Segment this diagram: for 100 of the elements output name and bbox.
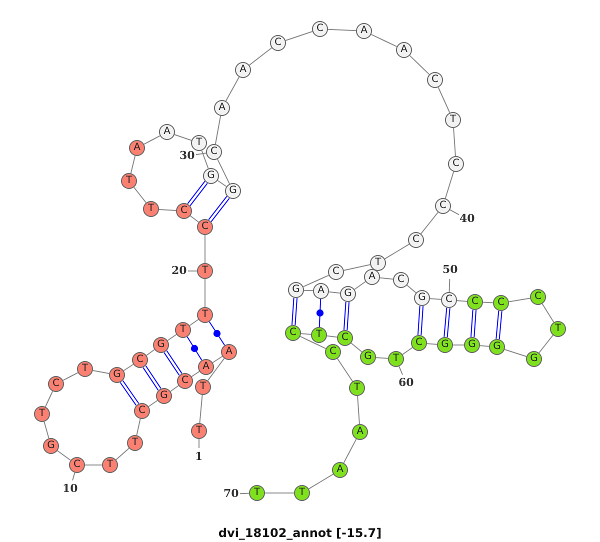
nucleotide-circle: T — [294, 485, 310, 501]
backbone-line — [542, 303, 554, 323]
backbone-line — [504, 348, 527, 358]
backbone-line — [56, 450, 72, 461]
backbone-line — [452, 344, 464, 346]
nucleotide-circle: A — [396, 42, 412, 58]
nucleotide-circle: G — [153, 337, 169, 353]
base-pair-line — [142, 365, 162, 391]
nucleotide-circle: G — [288, 282, 304, 298]
backbone-line — [225, 76, 240, 102]
nucleotide-circle: A — [364, 269, 380, 285]
nucleotide-circle: A — [235, 62, 251, 78]
backbone-line — [300, 336, 326, 350]
position-number: 30 — [180, 150, 195, 162]
backbone-line — [264, 492, 294, 494]
nucleotide-circle: C — [69, 457, 85, 473]
nucleotide-circle: C — [177, 373, 193, 389]
backbone-line — [123, 364, 134, 372]
backbone-line — [479, 345, 490, 347]
backbone-line — [130, 155, 136, 174]
base-pair-line — [343, 301, 350, 331]
nucleotide-circle: C — [312, 21, 328, 37]
backbone-line — [302, 274, 330, 288]
position-number: 50 — [442, 264, 458, 276]
backbone-line — [217, 180, 227, 187]
backbone-line — [343, 438, 357, 464]
backbone-line — [44, 390, 54, 408]
backbone-line — [201, 150, 209, 169]
backbone-line — [326, 335, 338, 338]
nucleotide-circle: T — [197, 307, 213, 323]
nucleotide-circle: C — [411, 335, 427, 351]
backbone-line — [217, 158, 230, 184]
nucleotide-circle: A — [129, 140, 145, 156]
backbone-line — [204, 234, 206, 264]
backbone-line — [158, 208, 177, 212]
nucleotide-circle: C — [206, 144, 222, 160]
nucleotide-circle: G — [464, 337, 480, 353]
nucleotide-circle: T — [311, 327, 327, 343]
base-pair-line — [120, 380, 140, 406]
caption: dvi_18102_annot [-15.7] — [217, 526, 383, 540]
backbone-line — [62, 372, 78, 381]
nucleotide-circle: T — [175, 322, 191, 338]
nucleotide-circle: A — [332, 462, 348, 478]
nucleotide-circle: T — [370, 255, 386, 271]
nucleotide-circle: T — [349, 380, 365, 396]
nucleotide-circle: G — [489, 339, 505, 355]
nucleotide-circle: C — [176, 203, 192, 219]
nucleotide-circle: C — [325, 344, 341, 360]
nucleotide-circle: T — [77, 361, 93, 377]
nucleotide-circle: T — [121, 173, 137, 189]
leader-line — [195, 152, 207, 156]
leader-line — [448, 278, 450, 292]
nucleotide-circle: A — [159, 124, 175, 140]
leader-line — [450, 209, 460, 216]
nucleotide-circle: G — [340, 286, 356, 302]
nucleotide-circle: T — [34, 406, 50, 422]
backbone-line — [207, 358, 225, 382]
base-pair-line — [208, 196, 230, 222]
nucleotide-circle: C — [467, 294, 483, 310]
backbone-line — [191, 370, 200, 378]
backbone-line — [199, 394, 203, 424]
nucleotide-circle: A — [352, 424, 368, 440]
base-pair-line — [470, 309, 477, 338]
nucleotide-circle: G — [156, 388, 172, 404]
nucleotide-circle: T — [127, 435, 143, 451]
backbone-line — [370, 34, 398, 48]
nucleotide-circle: C — [337, 330, 353, 346]
backbone-line — [167, 334, 177, 341]
nucleotide-circle: C — [441, 292, 457, 308]
backbone-line — [538, 334, 554, 354]
backbone-line — [190, 215, 200, 223]
leader-line — [72, 472, 76, 481]
backbone-line — [84, 464, 102, 466]
nucleotide-circle: C — [48, 376, 64, 392]
nucleotide-circle: T — [550, 321, 566, 337]
backbone-line — [304, 290, 314, 292]
backbone-line — [148, 400, 158, 407]
backbone-line — [144, 135, 160, 145]
nucleotide-circle: C — [427, 72, 443, 88]
nucleotide-circle: A — [214, 100, 230, 116]
backbone-line — [174, 134, 192, 141]
base-pair-line — [187, 180, 208, 206]
backbone-line — [456, 300, 468, 302]
backbone-line — [285, 31, 313, 41]
nucleotide-circle: G — [43, 438, 59, 454]
backbone-line — [204, 278, 206, 308]
backbone-line — [336, 358, 354, 382]
nucleotide-circle: T — [197, 263, 213, 279]
nucleotide-circle: G — [526, 351, 542, 367]
position-number: 40 — [460, 213, 475, 225]
leader-line — [198, 438, 200, 448]
nucleotide-circle: T — [445, 112, 461, 128]
backbone-line — [214, 115, 222, 145]
nucleotide-circle: C — [132, 352, 148, 368]
nucleotide-circle: T — [388, 351, 404, 367]
backbone-line — [426, 343, 438, 345]
position-number: 10 — [62, 483, 78, 495]
nucleotide-circle: T — [143, 201, 159, 217]
backbone-line — [189, 319, 199, 326]
nucleotide-circle: G — [437, 337, 453, 353]
